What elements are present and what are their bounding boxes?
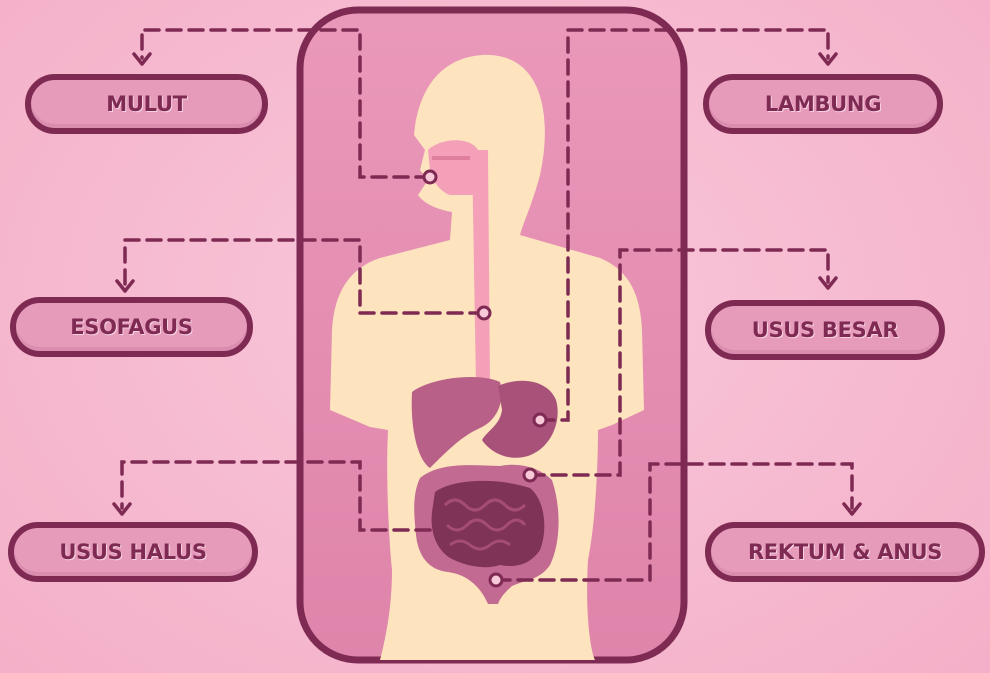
lambung-label-box: LAMBUNG	[703, 74, 943, 134]
esofagus-label: ESOFAGUS	[70, 315, 193, 339]
connector-dot	[478, 307, 490, 319]
usus-halus-label: USUS HALUS	[59, 540, 206, 564]
rektum-anus-label-box: REKTUM & ANUS	[705, 522, 985, 582]
mulut-label-box: MULUT	[25, 74, 268, 134]
usus-besar-label-box: USUS BESAR	[705, 300, 945, 360]
usus-besar-label: USUS BESAR	[752, 318, 899, 342]
connector-dot	[534, 414, 546, 426]
connector-dot	[490, 574, 502, 586]
usus-halus-label-box: USUS HALUS	[8, 522, 258, 582]
esofagus-label-box: ESOFAGUS	[10, 297, 253, 357]
connector-dot	[424, 171, 436, 183]
connector-dot	[524, 469, 536, 481]
lambung-label: LAMBUNG	[765, 92, 881, 116]
mulut-label: MULUT	[106, 92, 186, 116]
rektum-anus-label: REKTUM & ANUS	[748, 540, 942, 564]
